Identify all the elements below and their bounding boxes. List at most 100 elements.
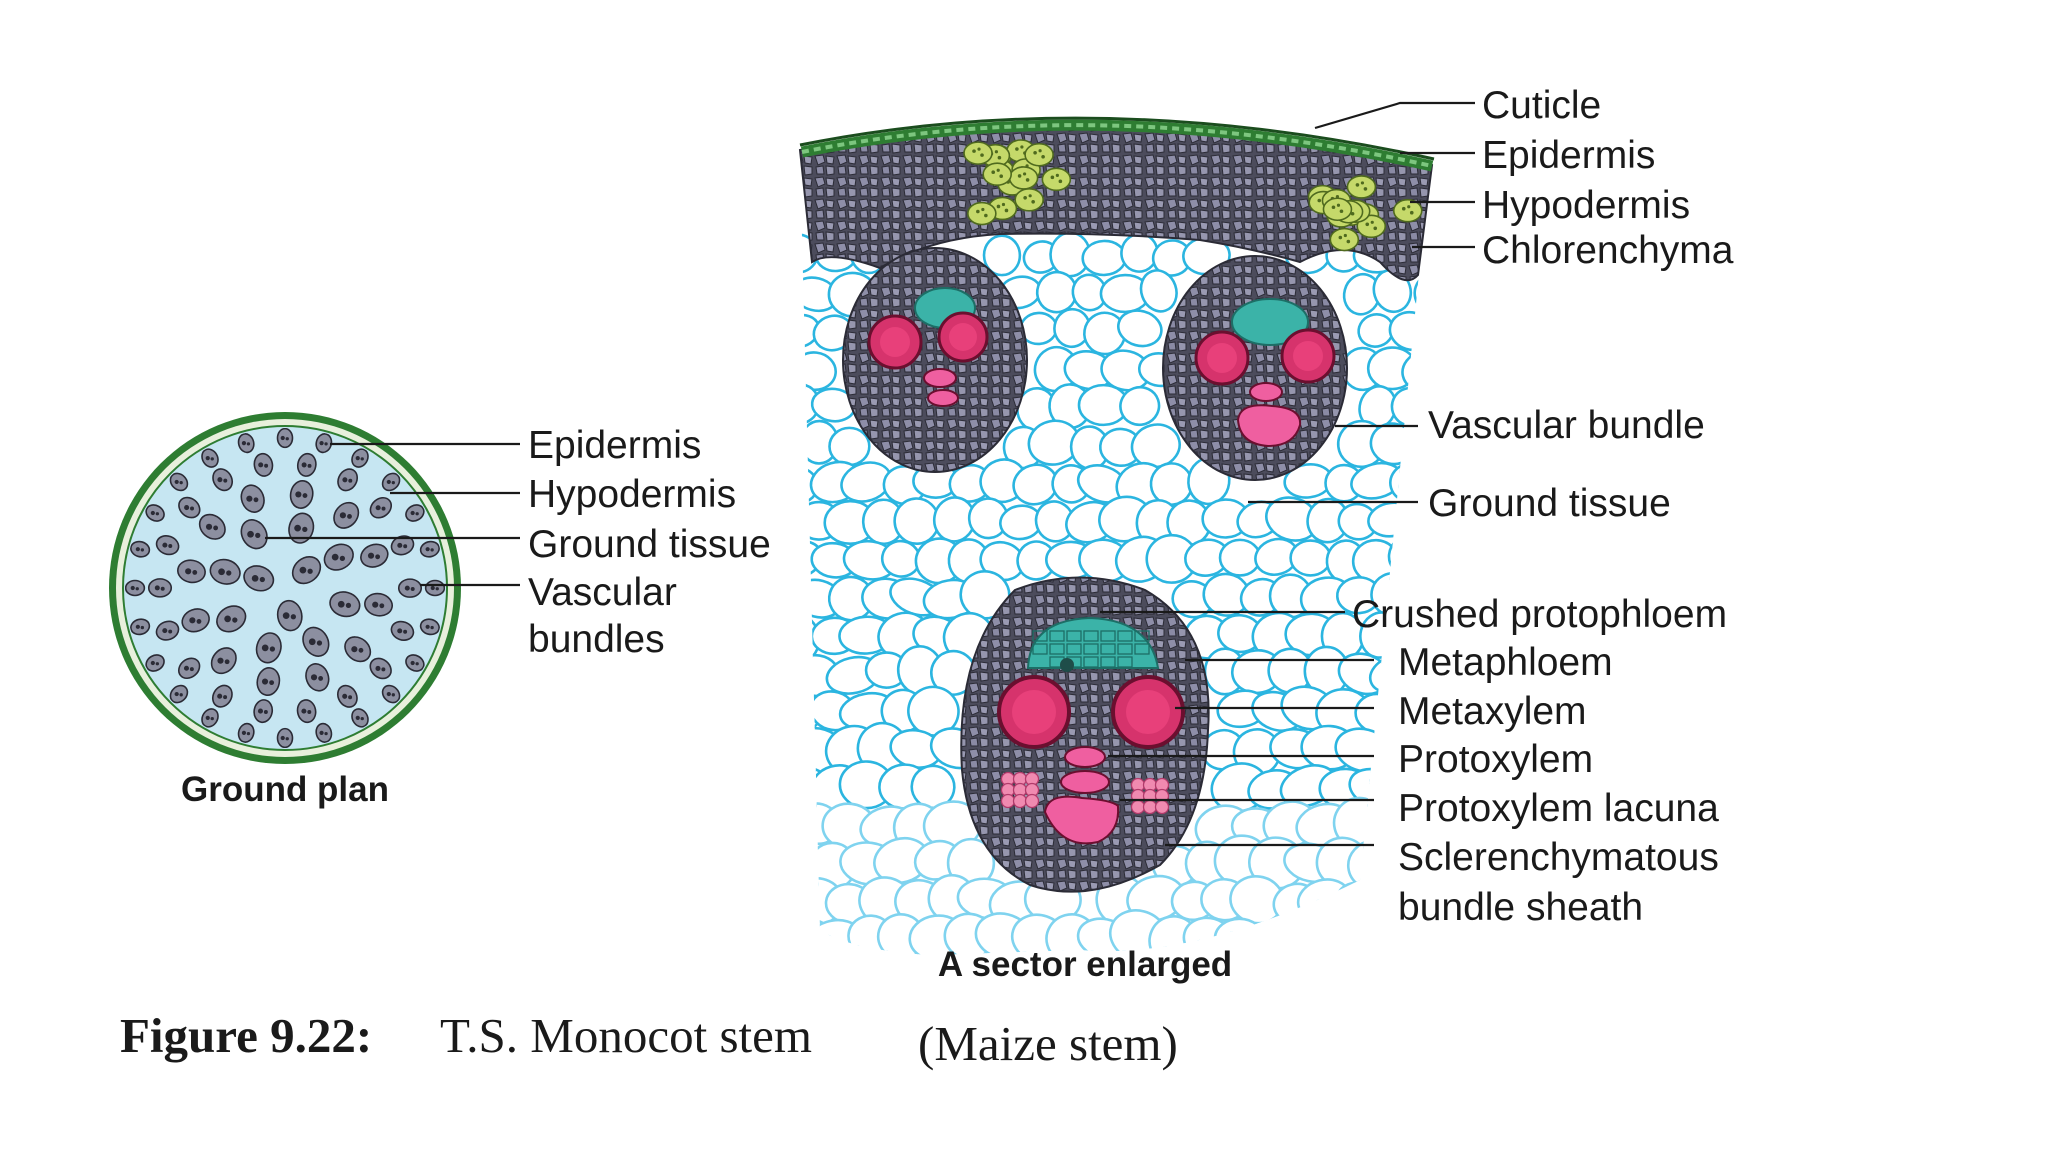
metaphloem-cell xyxy=(1083,643,1099,655)
gp-vascular-bundle xyxy=(155,620,180,641)
gp-vascular-bundle xyxy=(305,663,330,692)
label-metaphloem: Metaphloem xyxy=(1398,641,1613,684)
gp-vascular-bundle xyxy=(419,540,440,558)
gp-vascular-bundle xyxy=(302,626,330,657)
gp-vascular-bundle xyxy=(369,496,393,519)
label-protoxylem-lacuna: Protoxylem lacuna xyxy=(1398,787,1719,830)
chlorenchyma-cell xyxy=(1008,166,1039,190)
label-bundle-sheath: bundle sheath xyxy=(1398,886,1643,929)
metaphloem-cell xyxy=(1134,643,1150,655)
parenchyma-cell xyxy=(893,497,940,546)
metaphloem-cell xyxy=(1083,656,1099,668)
gp-vascular-bundle xyxy=(240,484,265,513)
chlorenchyma-cell xyxy=(1346,175,1377,199)
lacuna-cell xyxy=(1130,799,1146,815)
metaphloem-cell xyxy=(1117,656,1133,668)
chlorenchyma-cell xyxy=(1329,227,1360,252)
chlorenchyma-cell xyxy=(1014,188,1044,212)
metaphloem-cell xyxy=(1066,643,1082,655)
gp-vascular-bundle xyxy=(276,428,294,449)
parenchyma-cell xyxy=(1139,269,1178,313)
vascular-bundle-top-right xyxy=(1162,255,1348,481)
gp-vascular-bundle xyxy=(390,620,415,641)
gp-vascular-bundle xyxy=(240,519,268,550)
cuticle-layer xyxy=(799,116,1435,161)
metaphloem-cell xyxy=(1066,630,1082,642)
figure-caption: Figure 9.22: T.S. Monocot stem (Maize st… xyxy=(120,1008,1178,1071)
figure-title: T.S. Monocot stem xyxy=(440,1008,812,1063)
label-epidermis: Epidermis xyxy=(1482,134,1655,177)
gp-vascular-bundle xyxy=(291,555,322,585)
gp-vascular-bundle xyxy=(405,504,425,522)
gp-vascular-bundle xyxy=(289,480,314,509)
sector-caption: A sector enlarged xyxy=(938,945,1232,984)
label-ground-tissue: Ground tissue xyxy=(1428,482,1671,525)
figure-number: Figure 9.22: xyxy=(120,1008,372,1063)
gp-vascular-bundle xyxy=(390,535,415,556)
metaphloem-cell xyxy=(1049,630,1065,642)
labels: Epidermis Hypodermis Ground tissue Vascu… xyxy=(181,84,1734,984)
label-hypodermis: Hypodermis xyxy=(1482,184,1690,227)
gp-vascular-bundle xyxy=(211,684,233,708)
protoxylem-lacuna-cells xyxy=(1000,771,1170,815)
gp-vascular-bundle xyxy=(424,579,445,597)
vascular-bundle-bottom xyxy=(960,576,1210,893)
gp-vascular-bundle xyxy=(201,708,219,728)
gp-vascular-bundle xyxy=(169,472,189,492)
gp-vascular-bundles xyxy=(125,428,445,748)
gp-vascular-bundle xyxy=(381,472,401,492)
lacuna-cell xyxy=(1000,793,1016,809)
label-sclerenchymatous: Sclerenchymatous xyxy=(1398,836,1719,879)
gp-vascular-bundle xyxy=(155,535,180,556)
gp-vascular-bundle xyxy=(256,667,281,696)
chlorenchyma-cell xyxy=(1041,167,1072,192)
leader-lines xyxy=(265,101,1475,847)
chlorenchyma-cell xyxy=(982,162,1013,187)
ground-plan-diagram xyxy=(109,412,461,764)
metaphloem-cell xyxy=(1083,630,1099,642)
gp-vascular-bundle xyxy=(276,727,294,748)
parenchyma-cell xyxy=(1350,912,1401,955)
gp-vascular-bundle xyxy=(125,579,146,597)
lacuna-cell xyxy=(1024,793,1040,809)
metaphloem-cell xyxy=(1049,643,1065,655)
gp-vascular-bundle xyxy=(288,512,315,544)
gp-vascular-bundle xyxy=(212,468,234,492)
chlorenchyma-cell xyxy=(1392,198,1423,223)
gp-label-epidermis: Epidermis xyxy=(528,424,701,467)
label-crushed-protophloem: Crushed protophloem xyxy=(1352,593,1727,636)
gp-vascular-bundle xyxy=(296,699,317,724)
gp-vascular-bundle xyxy=(369,657,392,680)
vascular-bundle-top-left xyxy=(842,247,1028,473)
gp-vascular-bundle xyxy=(181,608,210,633)
gp-vascular-bundle xyxy=(255,632,282,664)
gp-vascular-bundle xyxy=(145,504,165,522)
ground-plan-caption: Ground plan xyxy=(181,770,389,809)
metaphloem-cell xyxy=(1117,643,1133,655)
label-vascular-bundle: Vascular bundle xyxy=(1428,404,1705,447)
gp-label-ground-tissue: Ground tissue xyxy=(528,523,771,566)
gp-vascular-bundle xyxy=(201,448,219,468)
epidermis-cells xyxy=(801,123,1433,168)
parenchyma-cell xyxy=(1372,268,1413,314)
gp-vascular-bundle xyxy=(198,513,226,540)
lacuna-cell xyxy=(1012,793,1028,809)
gp-vascular-bundle xyxy=(397,578,423,598)
chlorenchyma-cell xyxy=(967,201,997,226)
metaphloem-cell xyxy=(1134,630,1150,642)
gp-vascular-bundle xyxy=(351,448,369,468)
parenchyma-cell xyxy=(1289,539,1332,577)
gp-vascular-bundle xyxy=(315,722,333,743)
gp-vascular-bundle xyxy=(381,684,401,704)
metaphloem-cell xyxy=(1100,630,1116,642)
gp-vascular-bundle xyxy=(237,722,255,743)
figure-subtitle: (Maize stem) xyxy=(918,1016,1178,1071)
gp-vascular-bundle xyxy=(130,618,151,636)
gp-vascular-bundle xyxy=(237,433,255,454)
gp-vascular-bundle xyxy=(333,501,360,529)
gp-vascular-bundle xyxy=(351,708,369,728)
parenchyma-cell xyxy=(1117,309,1163,348)
gp-vascular-bundle xyxy=(210,647,237,675)
gp-label-vascular: Vascular xyxy=(528,571,677,614)
gp-vascular-bundle xyxy=(364,592,393,617)
